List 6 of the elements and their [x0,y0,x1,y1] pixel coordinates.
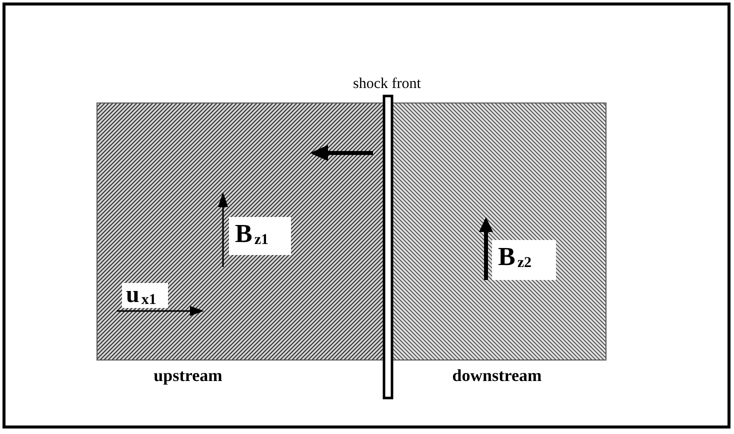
region-label: downstream [452,367,542,384]
shock-front-label: shock front [353,77,421,92]
velocity-label: u$_{x1}$ [122,283,168,308]
region-label: upstream [154,367,222,384]
field-label: B$_{z2}$ [492,240,556,280]
field-label: B$_{z1}$ [229,217,291,255]
